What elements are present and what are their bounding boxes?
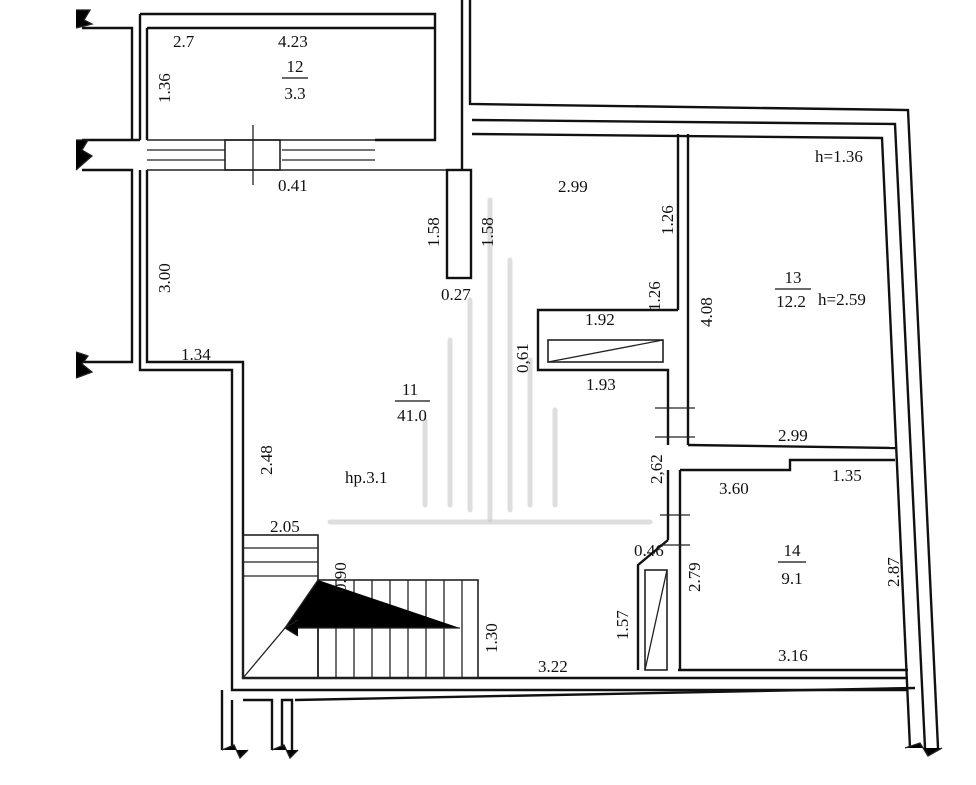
dim-label: 1.93 bbox=[586, 375, 616, 394]
dim-label: 1.26 bbox=[658, 205, 677, 235]
dim-label: 4.23 bbox=[278, 32, 308, 51]
room-14-label: 14 9.1 bbox=[778, 541, 806, 588]
staircase bbox=[242, 534, 479, 679]
dim-label: 2.99 bbox=[778, 426, 808, 445]
dimension-labels: 2.7 4.23 0.41 2.99 0.27 1.92 1.93 1.34 2… bbox=[155, 32, 903, 676]
dim-label: 3.22 bbox=[538, 657, 568, 676]
dim-label: 2.7 bbox=[173, 32, 195, 51]
ceiling-height-note: h=1.36 bbox=[815, 147, 863, 166]
dim-label: 1.36 bbox=[155, 73, 174, 103]
dim-label: 3.16 bbox=[778, 646, 808, 665]
dim-label: 4.08 bbox=[697, 297, 716, 327]
dim-label: 2.79 bbox=[685, 562, 704, 592]
dim-label: 0,61 bbox=[513, 343, 532, 373]
room-number: 11 bbox=[402, 380, 418, 399]
dim-label: 0.90 bbox=[331, 562, 350, 592]
room-12-label: 12 3.3 bbox=[282, 57, 308, 103]
dim-label: 1.30 bbox=[482, 623, 501, 653]
dim-label: 0.41 bbox=[278, 176, 308, 195]
dim-label: 2.05 bbox=[270, 517, 300, 536]
dim-label: 1.35 bbox=[832, 466, 862, 485]
dim-label: 1.92 bbox=[585, 310, 615, 329]
room-11-label: 11 41.0 bbox=[395, 380, 430, 425]
dim-label: 1.26 bbox=[645, 281, 664, 311]
hp-note: hp.3.1 bbox=[345, 468, 388, 487]
room-area: 12.2 bbox=[776, 292, 806, 311]
room-number: 12 bbox=[287, 57, 304, 76]
room-area: 3.3 bbox=[284, 84, 305, 103]
dim-label: 3.60 bbox=[719, 479, 749, 498]
room-13-label: 13 12.2 bbox=[775, 268, 811, 311]
dim-label: 3.00 bbox=[155, 263, 174, 293]
room-area: 9.1 bbox=[781, 569, 802, 588]
dim-label: 1.34 bbox=[181, 345, 211, 364]
room-number: 14 bbox=[784, 541, 802, 560]
dim-label: 2.48 bbox=[257, 445, 276, 475]
dim-label: 0.46 bbox=[634, 541, 664, 560]
dim-label: 0.27 bbox=[441, 285, 471, 304]
dim-label: 2.87 bbox=[884, 557, 903, 587]
room-13-height: h=2.59 bbox=[818, 290, 866, 309]
walls bbox=[75, 0, 943, 760]
dim-label: 1.57 bbox=[613, 610, 632, 640]
dim-label: 1.58 bbox=[424, 217, 443, 247]
room-area: 41.0 bbox=[397, 406, 427, 425]
dim-label: 1.58 bbox=[478, 217, 497, 247]
room-number: 13 bbox=[785, 268, 802, 287]
dim-label: 2.99 bbox=[558, 177, 588, 196]
dim-label: 2,62 bbox=[647, 454, 666, 484]
watermark-logo bbox=[327, 197, 653, 525]
